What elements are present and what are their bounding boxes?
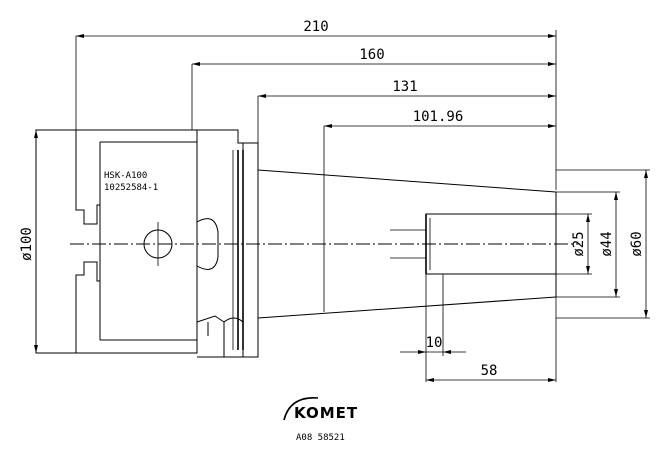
diameter-dimensions: ø100 ø25 ø44 ø60 [19,130,650,353]
part-marking-line2: 10252584-1 [104,183,158,193]
dim-d44-label: ø44 [599,231,615,256]
arrow-10-left [418,350,426,354]
taper-bottom-edge [257,296,557,319]
dim-210-label: 210 [303,19,328,35]
arrow-10-right [443,350,451,354]
dim-d25-label: ø25 [571,231,587,256]
arrow-101-left [324,124,332,128]
arrow-210-left [76,34,84,38]
arrow-d60-top [644,170,648,178]
collar-notch-left [196,315,225,357]
dim-d100-label: ø100 [19,227,35,261]
arrow-d100-top [34,130,38,138]
arrow-58-right [548,378,556,382]
arrow-d100-bottom [34,345,38,353]
collar [196,129,259,358]
taper-top-edge [257,169,557,193]
logo-swoosh [283,397,319,421]
arrow-131-left [258,94,266,98]
dim-160-label: 160 [359,47,384,63]
article-code: A08 58521 [296,433,345,443]
arrow-160-right [548,62,556,66]
logo-text: KOMET [294,404,358,422]
arrow-d60-bottom [644,310,648,318]
dim-58-label: 58 [481,363,498,379]
manufacturer-logo: KOMET A08 58521 [283,397,358,443]
arrow-d44-top [614,192,618,200]
dimension-lines-top: 210 160 131 101.96 [75,19,557,190]
arrow-d25-bottom [586,266,590,274]
collar-step [243,142,259,358]
arrow-160-left [192,62,200,66]
collar-outline [197,129,244,358]
coupling-ball [196,218,219,270]
dim-131-label: 131 [392,79,417,95]
hsk-upper-notch [75,130,100,225]
dim-10-label: 10 [426,335,443,351]
dim-d60-label: ø60 [629,231,645,256]
arrow-d25-top [586,214,590,222]
part-marking: HSK-A100 10252584-1 [104,171,158,193]
dim-101-label: 101.96 [413,109,464,125]
flange-outline [35,129,198,354]
arrow-101-right [548,124,556,128]
arrow-210-right [548,34,556,38]
collar-notch-arc [223,317,244,323]
arrow-58-left [426,378,434,382]
dimension-lines-bottom: 10 58 [400,274,557,382]
arrow-131-right [548,94,556,98]
hsk-lower-notch [75,261,100,353]
arrow-d44-bottom [614,289,618,297]
part-marking-line1: HSK-A100 [104,171,147,181]
flange-body [35,129,219,354]
